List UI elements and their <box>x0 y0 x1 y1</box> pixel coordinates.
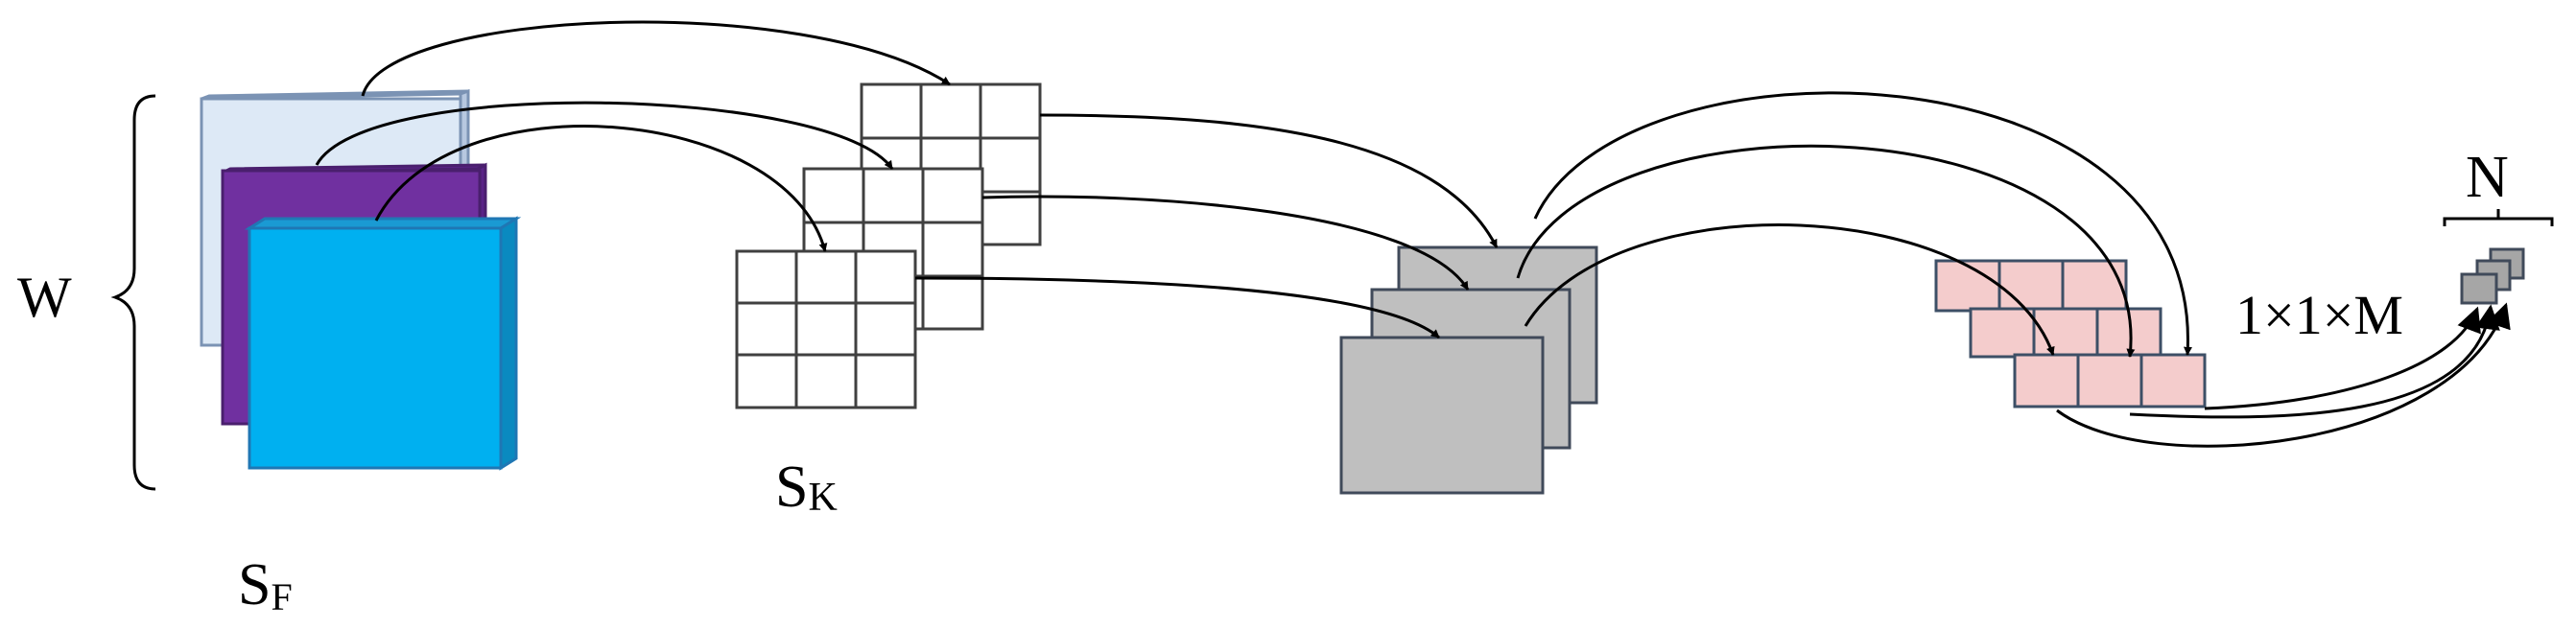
arrow-map-front-to-pink-back <box>1524 223 2055 356</box>
sk-label: SK <box>775 455 838 520</box>
pointwise-layer-front <box>2013 353 2207 408</box>
sk-label-main: S <box>775 455 808 520</box>
w-label: W <box>17 266 72 329</box>
sf-label-main: S <box>238 552 271 618</box>
feature-map-front <box>1339 336 1545 495</box>
arrow-kernel-mid-to-map-mid <box>981 195 1470 291</box>
w-brace-icon <box>110 94 156 491</box>
arrow-map-back-to-pink-front <box>1533 91 2192 356</box>
kernel-front <box>735 249 917 409</box>
arrow-input-mid-to-kernel-mid <box>315 101 894 170</box>
arrow-pink-bottom-to-cube-3 <box>2204 306 2481 410</box>
n-label: N <box>2466 145 2509 210</box>
arrow-input-front-to-kernel-front <box>374 125 828 252</box>
sk-label-sub: K <box>808 476 837 520</box>
pointwise-layer-back <box>1934 259 2128 313</box>
sf-label-sub: F <box>271 575 292 618</box>
sf-label: SF <box>238 552 293 618</box>
input-channel-front <box>244 216 522 471</box>
arrow-pink-bottom-to-cube-1 <box>2056 302 2511 448</box>
arrow-pink-bottom-to-cube-2 <box>2129 304 2500 419</box>
output-cube-front <box>2460 272 2498 305</box>
arrows <box>315 20 2511 448</box>
arrow-kernel-front-to-map-front <box>914 276 1440 339</box>
arrow-map-mid-to-pink-mid <box>1516 144 2136 358</box>
arrow-kernel-back-to-map-back <box>1039 113 1499 248</box>
arrow-input-back-to-kernel-back <box>361 20 951 97</box>
dims-label: 1×1×M <box>2235 284 2403 346</box>
n-bracket-icon <box>2443 209 2554 226</box>
